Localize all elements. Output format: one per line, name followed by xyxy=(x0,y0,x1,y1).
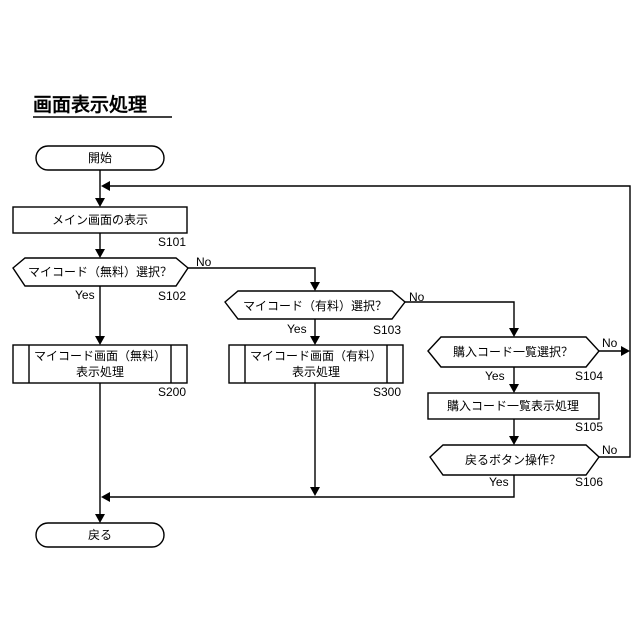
sub-free-line1: マイコード画面（無料） xyxy=(34,348,166,363)
arrow-s300-merge xyxy=(310,487,320,496)
diagram-title: 画面表示処理 xyxy=(33,93,147,116)
end-label: 戻る xyxy=(88,528,112,542)
step-s101: S101 xyxy=(158,235,186,249)
edge-s102-s103 xyxy=(188,268,315,284)
start-label: 開始 xyxy=(88,151,112,165)
decision-free-yes: Yes xyxy=(75,288,95,302)
sub-paid-line2: 表示処理 xyxy=(292,365,340,379)
arrow-to-s200 xyxy=(95,336,105,345)
arrow-to-s104 xyxy=(509,328,519,337)
arrow-loop-back xyxy=(101,181,110,191)
arrow-to-s103 xyxy=(310,282,320,291)
step-s200: S200 xyxy=(158,385,186,399)
sub-free-line2: 表示処理 xyxy=(76,365,124,379)
step-s105: S105 xyxy=(575,420,603,434)
decision-back-yes: Yes xyxy=(489,475,509,489)
decision-free-label: マイコード（無料）選択？ xyxy=(28,264,172,279)
step-s104: S104 xyxy=(575,369,603,383)
edge-s106-merge xyxy=(108,475,514,497)
edge-s103-s104 xyxy=(405,302,514,330)
decision-paid-label: マイコード（有料）選択？ xyxy=(243,299,387,313)
decision-paid-no: No xyxy=(409,290,425,304)
decision-purchase-no: No xyxy=(602,336,618,350)
decision-back-label: 戻るボタン操作？ xyxy=(465,452,561,467)
step-s103: S103 xyxy=(373,323,401,337)
decision-back-no: No xyxy=(602,443,618,457)
arrow-to-s300 xyxy=(310,336,320,345)
arrow-merge xyxy=(101,492,110,502)
step-s106: S106 xyxy=(575,475,603,489)
purchase-list-label: 購入コード一覧表示処理 xyxy=(447,399,579,413)
arrow-to-s106 xyxy=(509,436,519,445)
step-s300: S300 xyxy=(373,385,401,399)
arrow-to-s102 xyxy=(95,249,105,258)
decision-purchase-yes: Yes xyxy=(485,369,505,383)
arrow-to-end xyxy=(95,514,105,523)
arrow-s104-no xyxy=(621,346,630,356)
decision-purchase-label: 購入コード一覧選択？ xyxy=(453,345,573,359)
decision-paid-yes: Yes xyxy=(287,322,307,336)
step-s102: S102 xyxy=(158,289,186,303)
sub-paid-line1: マイコード画面（有料） xyxy=(250,349,382,363)
arrow-to-s101 xyxy=(95,198,105,207)
main-screen-label: メイン画面の表示 xyxy=(52,213,148,227)
arrow-to-s105 xyxy=(509,384,519,393)
decision-free-no: No xyxy=(196,255,212,269)
